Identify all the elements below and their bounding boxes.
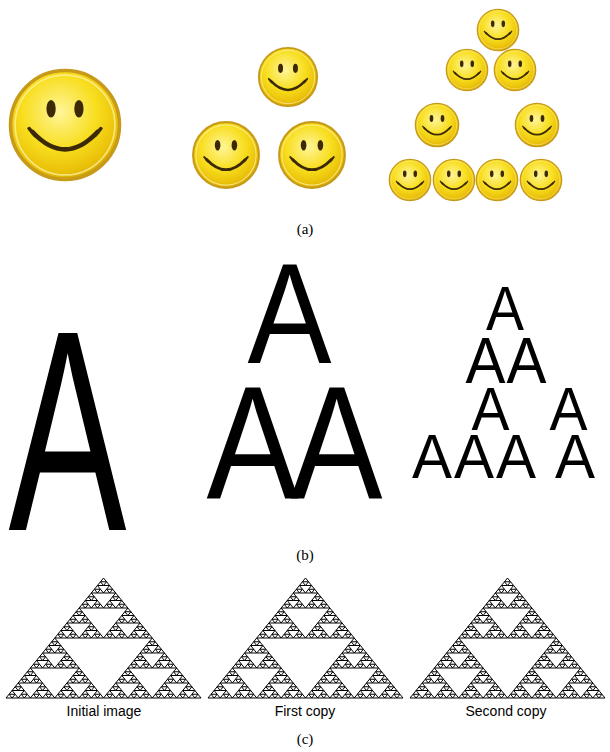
panel-label: (a) bbox=[297, 222, 314, 237]
smiley-face bbox=[494, 49, 535, 90]
smiley-face bbox=[415, 103, 458, 146]
smiley-face bbox=[520, 159, 561, 200]
letter-glyph: A bbox=[496, 425, 536, 488]
sierpinski-triangle bbox=[6, 578, 201, 698]
smiley-face bbox=[446, 49, 487, 90]
smiley-face bbox=[477, 9, 518, 50]
smiley-face bbox=[259, 48, 317, 106]
letter-glyph: A bbox=[555, 425, 595, 488]
letter-glyph: A bbox=[207, 364, 299, 525]
smiley-face bbox=[476, 159, 517, 200]
image-caption: Second copy bbox=[466, 704, 547, 718]
panel-label: (c) bbox=[297, 732, 314, 747]
image-caption: First copy bbox=[275, 704, 336, 718]
sierpinski-triangle bbox=[410, 578, 605, 698]
smiley-face bbox=[193, 122, 259, 188]
sierpinski-triangle bbox=[208, 578, 403, 698]
smiley-face bbox=[279, 122, 345, 188]
letter-glyph: A bbox=[412, 425, 452, 488]
image-caption: Initial image bbox=[67, 704, 142, 718]
panel-label: (b) bbox=[296, 548, 314, 563]
letter-glyph: A bbox=[291, 364, 383, 525]
letter-glyph: A bbox=[454, 425, 494, 488]
smiley-face bbox=[10, 70, 119, 179]
letter-glyph: A bbox=[8, 288, 126, 574]
letter-glyph: A bbox=[506, 329, 546, 393]
smiley-face bbox=[515, 103, 558, 146]
smiley-face bbox=[433, 159, 474, 200]
smiley-face bbox=[389, 159, 430, 200]
